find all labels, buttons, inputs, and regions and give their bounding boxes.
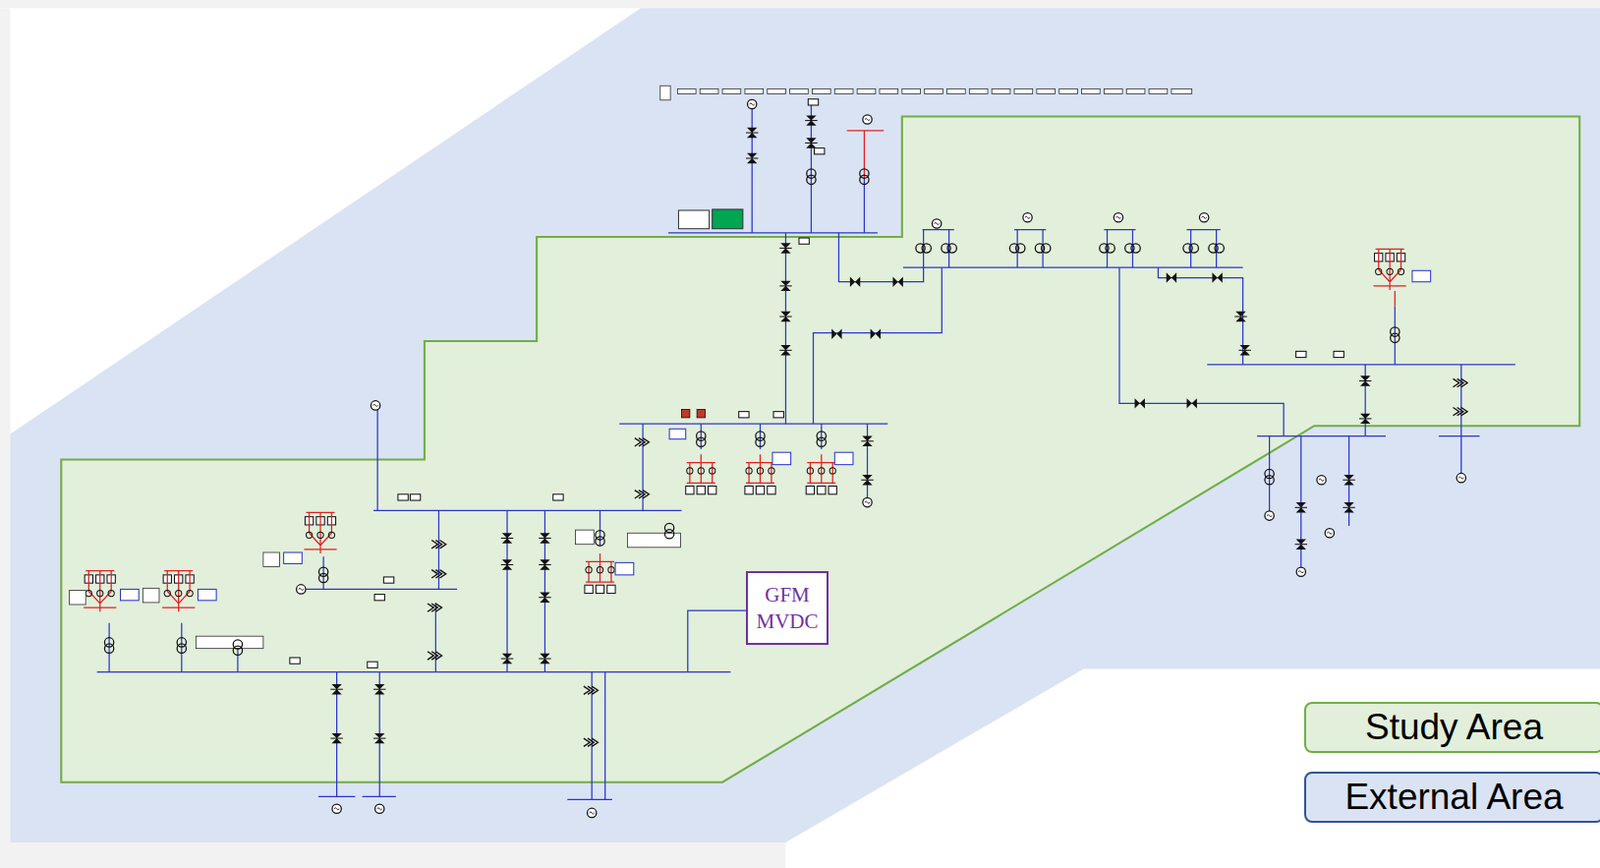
converter-box: GFM MVDC (745, 571, 829, 645)
legend-label: Study Area (1365, 706, 1543, 748)
legend-swatch: Study Area (1304, 701, 1600, 753)
legend-label: External Area (1344, 776, 1563, 818)
legend-swatch: External Area (1304, 771, 1600, 823)
node-label: GFM MVDC (750, 581, 824, 634)
